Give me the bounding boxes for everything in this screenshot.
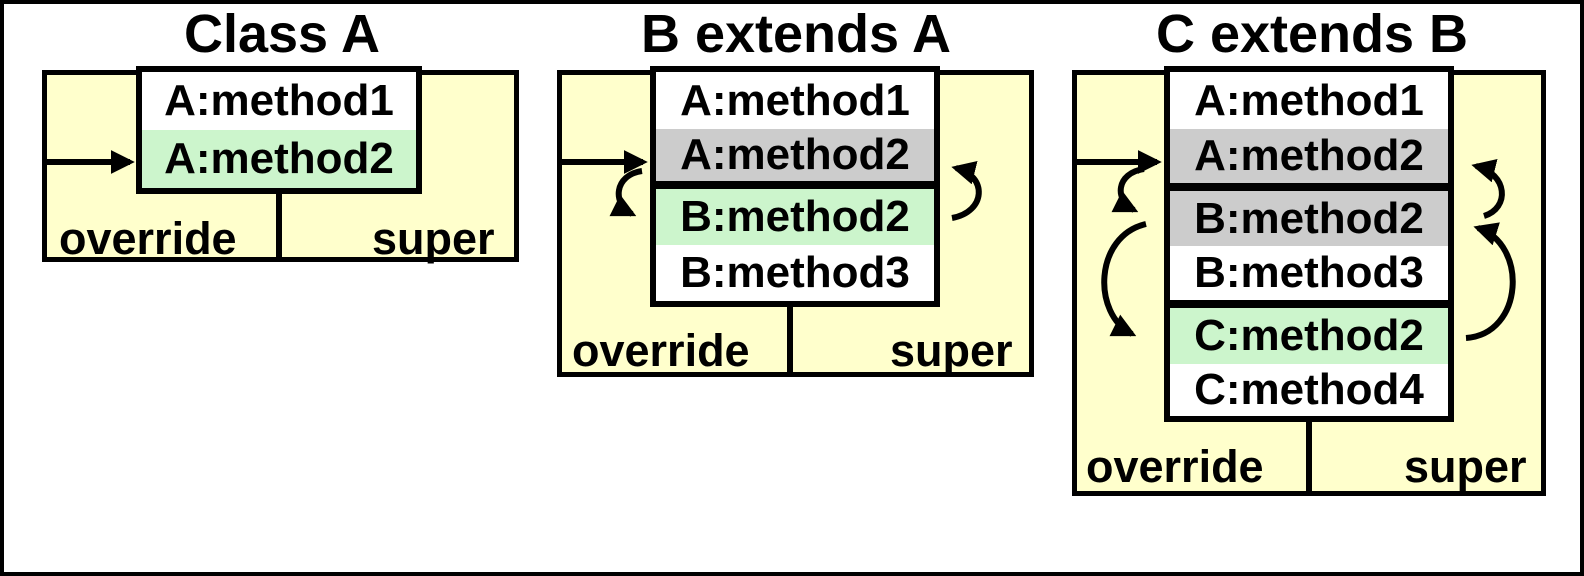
method-row-a-method1: A:method1 — [1170, 72, 1448, 129]
method-row-c-method2: C:method2 — [1170, 300, 1448, 364]
method-row-a-method1: A:method1 — [142, 72, 416, 130]
method-row-a-method2: A:method2 — [656, 129, 934, 181]
panel-c-override-label: override — [1086, 441, 1264, 492]
method-row-b-method3: B:method3 — [656, 245, 934, 301]
panel-b-title: B extends A — [640, 4, 952, 64]
method-row-c-method4: C:method4 — [1170, 364, 1448, 416]
panel-a-super-label: super — [372, 213, 495, 264]
panel-a-zone-divider — [276, 192, 282, 262]
panel-a-title: Class A — [183, 4, 381, 64]
method-row-b-method2: B:method2 — [656, 181, 934, 245]
panel-c-super-label: super — [1404, 441, 1527, 492]
panel-b-zone-divider — [787, 304, 793, 377]
method-row-a-method2: A:method2 — [1170, 129, 1448, 183]
panel-b-super-label: super — [890, 325, 1013, 376]
method-row-a-method2: A:method2 — [142, 130, 416, 188]
panel-a-override-label: override — [59, 213, 237, 264]
panel-c-zone-divider — [1306, 418, 1312, 496]
method-row-b-method2: B:method2 — [1170, 183, 1448, 246]
method-row-b-method3: B:method3 — [1170, 246, 1448, 300]
panel-c-title: C extends B — [1155, 4, 1469, 64]
panel-b-override-label: override — [572, 325, 750, 376]
method-row-a-method1: A:method1 — [656, 72, 934, 129]
